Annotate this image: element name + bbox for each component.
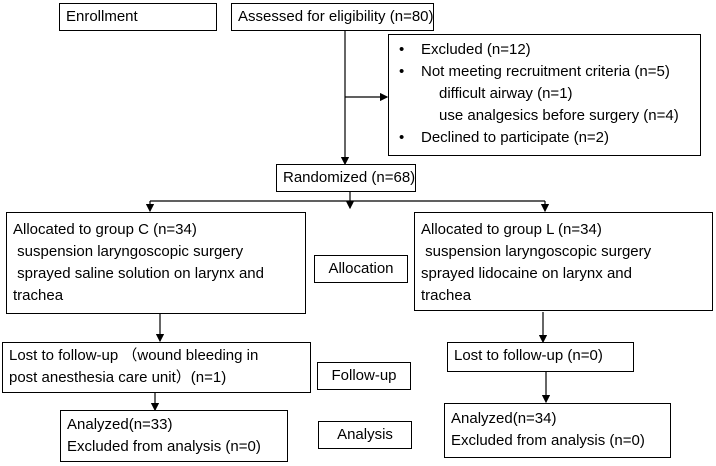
declined-item: Declined to participate (n=2) — [395, 127, 694, 149]
group-c-analysis-box: Analyzed(n=33) Excluded from analysis (n… — [60, 410, 288, 462]
assessed-label: Assessed for eligibility (n=80) — [238, 8, 434, 25]
group-c-analyzed-line-1: Analyzed(n=33) — [67, 416, 173, 433]
not-meeting-item: Not meeting recruitment criteria (n=5) — [395, 61, 694, 83]
enrollment-box: Enrollment — [59, 3, 217, 31]
excluded-box: Excluded (n=12) Not meeting recruitment … — [388, 34, 701, 156]
group-l-analysis-box: Analyzed(n=34) Excluded from analysis (n… — [444, 403, 671, 458]
randomized-box: Randomized (n=68) — [276, 164, 416, 192]
group-l-followup-box: Lost to follow-up (n=0) — [447, 342, 634, 372]
excluded-text: Excluded (n=12) — [421, 41, 531, 58]
group-c-lost-line-2: post anesthesia care unit）(n=1) — [9, 369, 227, 386]
analgesics-text: use analgesics before surgery (n=4) — [439, 107, 679, 124]
difficult-airway-text: difficult airway (n=1) — [439, 85, 573, 102]
group-l-analyzed-line-1: Analyzed(n=34) — [451, 410, 557, 427]
allocation-label: Allocation — [328, 260, 394, 277]
followup-label: Follow-up — [331, 367, 397, 384]
assessed-box: Assessed for eligibility (n=80) — [231, 3, 434, 31]
excluded-item: Excluded (n=12) — [395, 39, 694, 61]
not-meeting-text: Not meeting recruitment criteria (n=5) — [421, 63, 670, 80]
group-c-allocated-line-4: trachea — [13, 287, 64, 304]
group-l-allocated-line-3: sprayed lidocaine on larynx and — [421, 265, 632, 282]
allocation-label-box: Allocation — [314, 255, 408, 283]
group-c-allocated-line-3: sprayed saline solution on larynx and — [13, 265, 264, 282]
group-l-allocated-line-1: Allocated to group L (n=34) — [421, 221, 602, 238]
group-c-analyzed-line-2: Excluded from analysis (n=0) — [67, 438, 261, 455]
declined-text: Declined to participate (n=2) — [421, 129, 610, 146]
group-l-lost-line-1: Lost to follow-up (n=0) — [454, 347, 603, 364]
analysis-label: Analysis — [337, 426, 393, 443]
group-c-lost-line-1: Lost to follow-up （wound bleeding in — [9, 347, 259, 364]
followup-label-box: Follow-up — [317, 362, 411, 390]
group-c-followup-box: Lost to follow-up （wound bleeding in pos… — [2, 342, 311, 393]
group-l-allocated-line-4: trachea — [421, 287, 472, 304]
group-l-allocated-line-2: suspension laryngoscopic surgery — [421, 243, 652, 260]
enrollment-label: Enrollment — [66, 8, 138, 25]
group-l-analyzed-line-2: Excluded from analysis (n=0) — [451, 432, 645, 449]
analysis-label-box: Analysis — [318, 421, 412, 449]
group-c-allocation-box: Allocated to group C (n=34) suspension l… — [6, 212, 306, 314]
randomized-label: Randomized (n=68) — [283, 169, 416, 186]
group-c-allocated-line-2: suspension laryngoscopic surgery — [13, 243, 244, 260]
group-c-allocated-line-1: Allocated to group C (n=34) — [13, 221, 197, 238]
group-l-allocation-box: Allocated to group L (n=34) suspension l… — [414, 212, 713, 311]
